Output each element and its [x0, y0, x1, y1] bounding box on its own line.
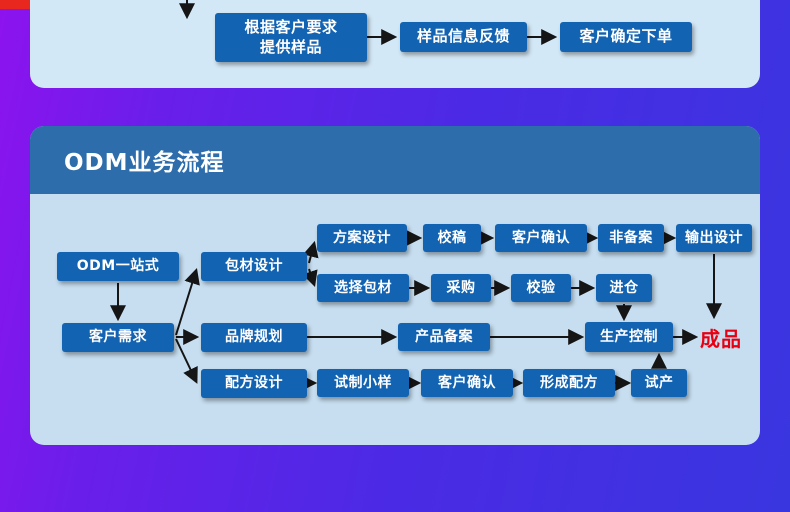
node-trial-production: 试产: [631, 369, 687, 397]
node-plan-design: 方案设计: [317, 224, 407, 252]
node-confirm-order: 客户确定下单: [560, 22, 692, 52]
node-packaging-design: 包材设计: [201, 252, 307, 281]
node-proofreading: 校稿: [423, 224, 481, 252]
node-non-filing: 非备案: [598, 224, 664, 252]
arrow-packaging-to-plan: [303, 240, 319, 264]
arrow-packaging-to-select: [302, 268, 318, 288]
node-formula-design: 配方设计: [201, 369, 307, 398]
node-inspection: 校验: [511, 274, 571, 302]
top-left-red-fragment: [0, 0, 38, 9]
node-brand-planning: 品牌规划: [201, 323, 307, 352]
node-form-formula: 形成配方: [523, 369, 615, 397]
node-provide-sample: 根据客户要求 提供样品: [215, 13, 367, 62]
node-trial-sample: 试制小样: [317, 369, 409, 397]
node-customer-confirm-1: 客户确认: [495, 224, 587, 252]
node-finished-product: 成品: [700, 326, 742, 351]
node-production-control: 生产控制: [585, 322, 673, 352]
node-sample-feedback: 样品信息反馈: [400, 22, 527, 52]
node-select-packaging: 选择包材: [317, 274, 409, 302]
node-customer-needs: 客户需求: [62, 323, 174, 352]
node-odm-one-stop: ODM一站式: [57, 252, 179, 281]
node-warehousing: 进仓: [596, 274, 652, 302]
arrow-needs-to-packaging: [175, 267, 200, 336]
node-customer-confirm-2: 客户确认: [421, 369, 513, 397]
arrow-needs-to-formula: [175, 338, 198, 384]
node-output-design: 输出设计: [676, 224, 752, 252]
node-purchase: 采购: [431, 274, 491, 302]
odm-panel-header: ODM业务流程: [30, 126, 760, 194]
odm-panel-title: ODM业务流程: [64, 150, 225, 176]
node-product-filing: 产品备案: [398, 323, 490, 351]
